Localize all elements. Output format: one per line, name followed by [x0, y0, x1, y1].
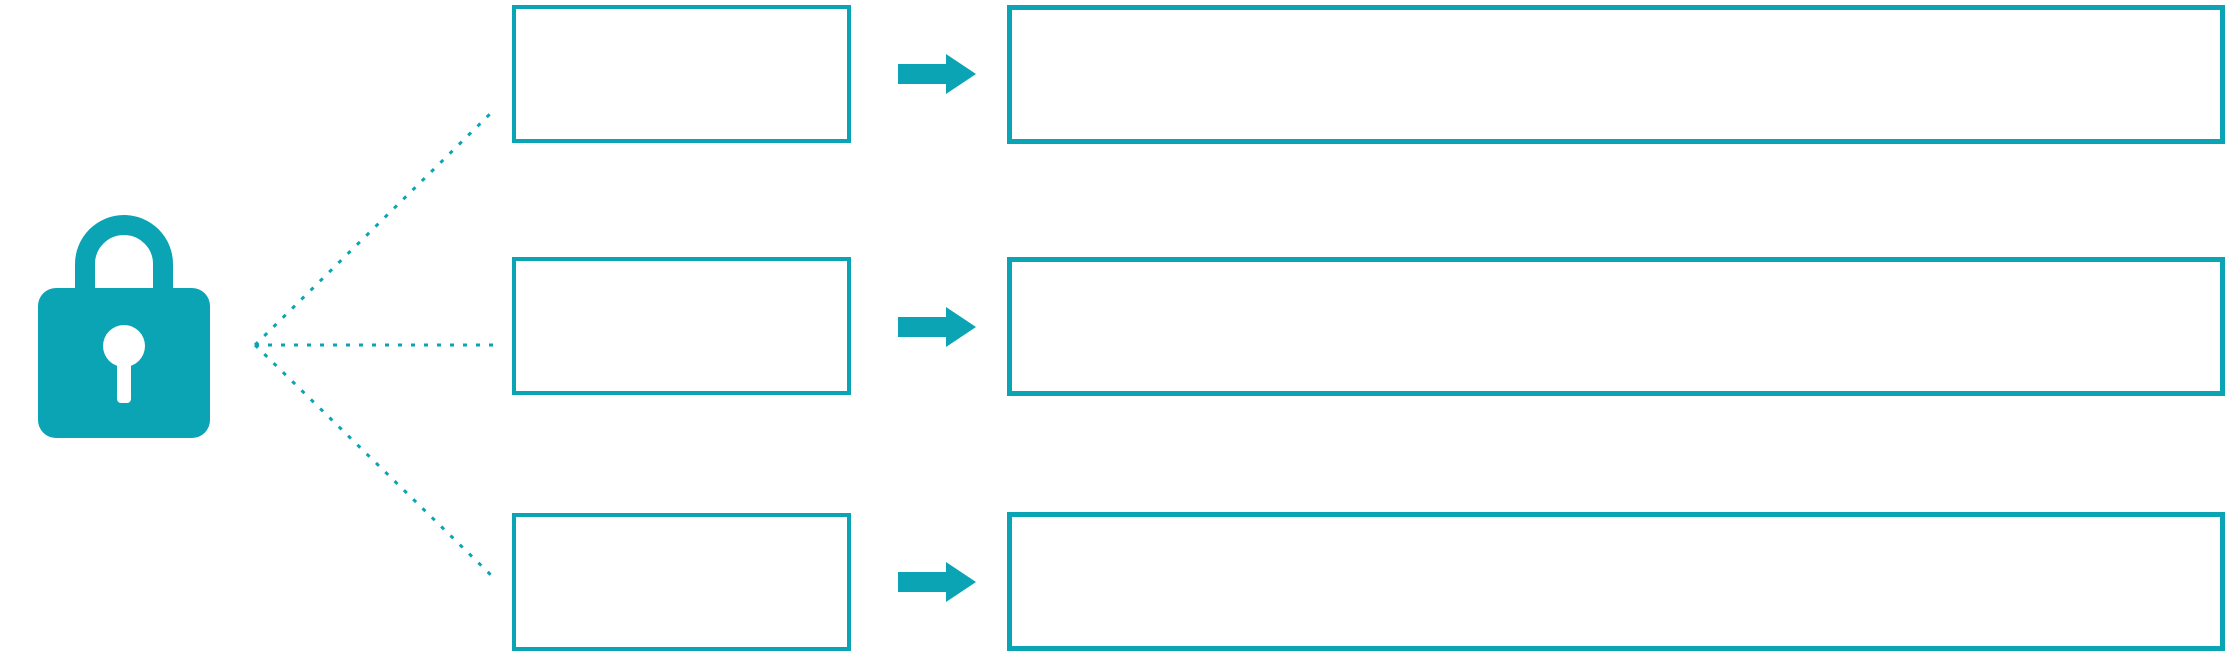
- detail-box-3: [1007, 512, 2225, 651]
- lock-icon: [38, 202, 210, 440]
- arrow-right-icon: [898, 54, 976, 94]
- detail-box-1: [1007, 5, 2225, 144]
- topic-box-2: [512, 257, 851, 395]
- detail-box-2: [1007, 257, 2225, 396]
- arrow-right-icon: [898, 307, 976, 347]
- arrow-right-icon: [898, 562, 976, 602]
- topic-box-3: [512, 513, 851, 651]
- topic-box-1: [512, 5, 851, 143]
